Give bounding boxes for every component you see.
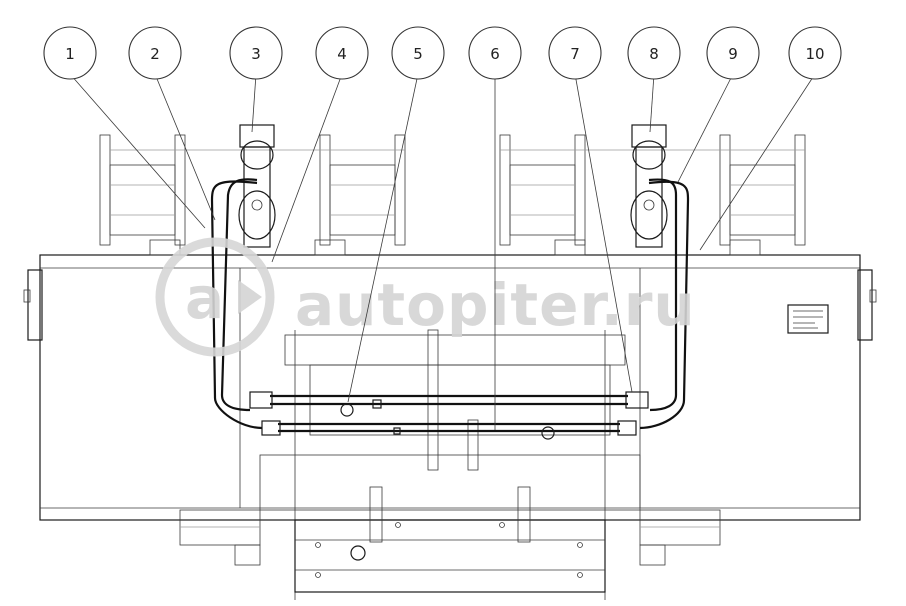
nameplate: [787, 304, 829, 334]
svg-text:6: 6: [490, 45, 500, 63]
callout-3: 3: [229, 26, 283, 80]
upper-mount-plates: [99, 134, 806, 256]
callout-7: 7: [548, 26, 602, 80]
svg-text:5: 5: [413, 45, 423, 63]
watermark-logo-letter: a: [185, 264, 225, 332]
callout-8: 8: [627, 26, 681, 80]
svg-text:8: 8: [649, 45, 659, 63]
hydraulic-hoses: [210, 178, 690, 440]
leader-lines: [69, 73, 816, 430]
svg-text:3: 3: [251, 45, 261, 63]
cylinder-head-left: [238, 124, 276, 248]
svg-text:9: 9: [728, 45, 738, 63]
lower-cylinders: [179, 509, 721, 566]
callout-1: 1: [43, 26, 97, 80]
svg-text:4: 4: [337, 45, 347, 63]
svg-text:7: 7: [570, 45, 580, 63]
callout-9: 9: [706, 26, 760, 80]
callout-5: 5: [391, 26, 445, 80]
svg-text:1: 1: [65, 45, 75, 63]
svg-text:10: 10: [805, 45, 824, 63]
callout-4: 4: [315, 26, 369, 80]
autopiter-logo-icon: [155, 237, 275, 357]
callout-6: 6: [468, 26, 522, 80]
callout-2: 2: [128, 26, 182, 80]
callouts: 1 2 3 4 5 6 7 8: [43, 26, 842, 80]
callout-10: 10: [788, 26, 842, 80]
central-frame: [259, 329, 641, 593]
svg-text:2: 2: [150, 45, 160, 63]
cylinder-head-right: [630, 124, 668, 248]
